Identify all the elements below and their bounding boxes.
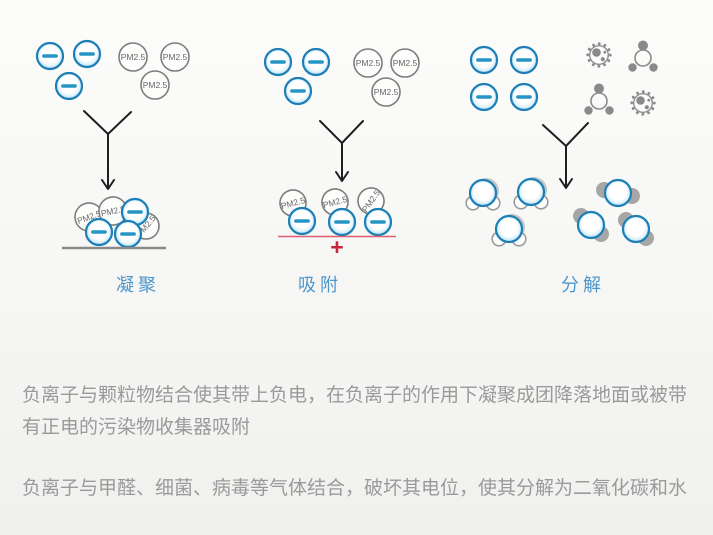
negative-ion-icon: [509, 82, 539, 112]
negative-ion-icon: [469, 45, 499, 75]
svg-text:PM2.5: PM2.5: [374, 87, 399, 97]
gas-molecule-icon: [627, 39, 659, 73]
water-molecule-icon: [491, 212, 527, 247]
negative-ion-icon: [54, 71, 84, 101]
description-paragraph-coagulation: 负离子与颗粒物结合使其带上负电，在负离子的作用下凝聚成团降落地面或被带有正电的污…: [22, 385, 688, 438]
svg-text:PM2.5: PM2.5: [121, 52, 146, 62]
virus-icon: [586, 42, 612, 68]
pm25-particle-icon: PM2.5: [390, 48, 420, 78]
adsorption-group: PM2.5 PM2.5 PM2.5 PM2.5 PM2.5: [263, 47, 420, 295]
virus-icon: [630, 90, 656, 116]
negative-ion-icon: [72, 39, 102, 69]
pm25-particle-icon: PM2.5: [118, 42, 148, 72]
group-label-decomposition: 分解: [561, 275, 605, 295]
pm25-particle-icon: PM2.5: [140, 70, 170, 100]
co2-molecule-icon: [571, 206, 611, 244]
negative-ion-icon: [287, 206, 317, 236]
co2-molecule-icon: [594, 178, 642, 208]
water-molecule-icon: [513, 175, 549, 210]
reaction-products: [465, 175, 656, 248]
merge-arrow-icon: [319, 120, 364, 182]
pm25-particle-icon: PM2.5: [160, 42, 190, 72]
negative-ion-icon: [35, 41, 65, 71]
pm25-particle-icon: PM2.5: [371, 77, 401, 107]
merge-arrow-icon: [83, 110, 132, 190]
group-label-coagulation: 凝聚: [116, 275, 160, 295]
merge-arrow-icon: [542, 122, 589, 189]
group-label-adsorption: 吸附: [298, 275, 342, 295]
negative-ion-icon: [301, 47, 331, 77]
diagram-canvas: PM2.5 PM2.5 PM2.5 PM2.5 PM2.5: [35, 39, 659, 295]
negative-ion-icon: [263, 47, 293, 77]
particle-cluster: PM2.5 PM2.5 PM2.5: [74, 196, 160, 249]
charged-particle-pairs: PM2.5 PM2.5 PM2.5: [279, 187, 393, 237]
svg-text:PM2.5: PM2.5: [143, 80, 168, 90]
decomposition-group: 分解: [465, 39, 659, 295]
negative-ion-icon: [509, 45, 539, 75]
svg-text:PM2.5: PM2.5: [163, 52, 188, 62]
co2-molecule-icon: [616, 210, 656, 248]
gas-molecule-icon: [583, 82, 615, 116]
description-paragraph-decomposition: 负离子与甲醛、细菌、病毒等气体结合，破坏其电位，使其分解为二氧化碳和水: [22, 478, 688, 499]
negative-ion-icon: [469, 82, 499, 112]
positive-charge-sign: +: [330, 234, 343, 260]
pm25-particle-icon: PM2.5: [357, 187, 385, 215]
svg-text:PM2.5: PM2.5: [393, 58, 418, 68]
pm25-particle-icon: PM2.5: [98, 196, 128, 226]
negative-ion-icon: [283, 76, 313, 106]
svg-text:PM2.5: PM2.5: [356, 58, 381, 68]
negative-ion-icon: [84, 217, 114, 247]
coagulation-group: PM2.5 PM2.5 PM2.5 PM2.5 PM2.5: [35, 39, 190, 295]
water-molecule-icon: [465, 176, 501, 211]
pm25-particle-icon: PM2.5: [353, 48, 383, 78]
negative-ion-icon: [327, 207, 357, 237]
negative-ion-icon: [363, 207, 393, 237]
negative-ion-icon: [113, 219, 143, 249]
